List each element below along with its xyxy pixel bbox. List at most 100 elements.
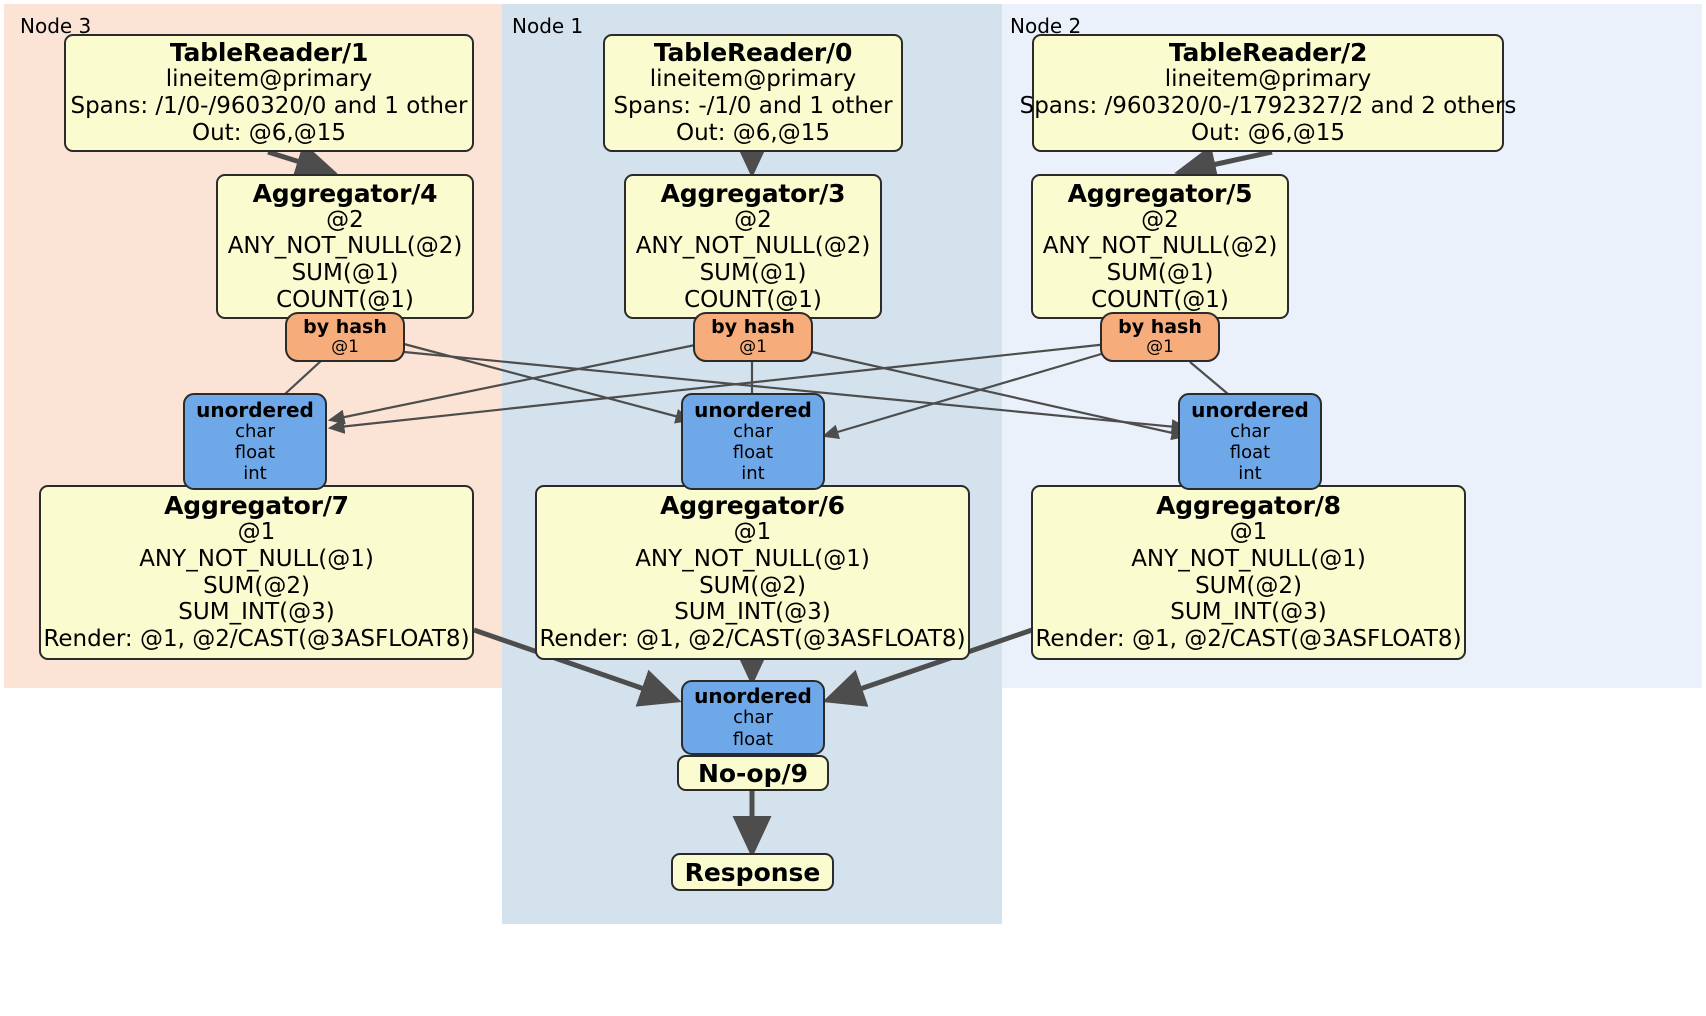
node-title: No-op/9 [697, 758, 809, 788]
node-aggregator-4[interactable]: Aggregator/4 @2 ANY_NOT_NULL(@2) SUM(@1)… [216, 174, 474, 319]
node-title: Aggregator/4 [252, 178, 438, 208]
node-router-by-hash-center[interactable]: by hash @1 [693, 312, 813, 362]
receiver-type-3: int [741, 463, 765, 485]
node-title: TableReader/1 [169, 38, 369, 68]
node-title: Aggregator/5 [1067, 178, 1253, 208]
router-column: @1 [331, 336, 359, 357]
node-detail-agg-3: SUM_INT(@3) [178, 599, 335, 626]
node-aggregator-5[interactable]: Aggregator/5 @2 ANY_NOT_NULL(@2) SUM(@1)… [1031, 174, 1289, 319]
edge-aggregator7-to-recv-final [473, 627, 682, 707]
panel-node-3-label: Node 3 [20, 14, 92, 38]
panel-node-1-label: Node 1 [512, 14, 584, 38]
router-column: @1 [1146, 336, 1174, 357]
edge-router-right-to-recv-center [821, 350, 1109, 440]
node-tablereader-2[interactable]: TableReader/2 lineitem@primary Spans: /9… [1020, 34, 1516, 152]
node-detail-agg-1: ANY_NOT_NULL(@1) [635, 545, 870, 572]
receiver-type-1: char [1230, 420, 1270, 442]
node-detail-groupby: @2 [326, 206, 364, 233]
node-detail-groupby: @1 [237, 519, 276, 546]
edge-aggregator8-to-recv-final [822, 627, 1033, 707]
node-router-by-hash-right[interactable]: by hash @1 [1100, 312, 1220, 362]
node-detail-agg-3: SUM_INT(@3) [1170, 599, 1327, 626]
edge-tablereader2-to-aggregator5 [1174, 145, 1273, 184]
node-detail-agg-1: ANY_NOT_NULL(@2) [227, 233, 463, 260]
node-detail-agg-1: ANY_NOT_NULL(@2) [1042, 233, 1278, 260]
edge-router-right-to-recv-right [1189, 361, 1229, 395]
node-tablereader-0[interactable]: TableReader/0 lineitem@primary Spans: -/… [603, 34, 903, 152]
edge-router-left-to-recv-right [403, 350, 1189, 435]
node-title: Aggregator/7 [164, 491, 349, 521]
node-detail-out: Out: @6,@15 [1191, 119, 1345, 146]
router-title: by hash [711, 315, 795, 338]
edge-router-left-to-recv-left [284, 359, 323, 395]
node-detail-agg-1: ANY_NOT_NULL(@1) [1131, 545, 1366, 572]
node-aggregator-8[interactable]: Aggregator/8 @1 ANY_NOT_NULL(@1) SUM(@2)… [1031, 485, 1466, 660]
receiver-title: unordered [694, 684, 812, 709]
router-column: @1 [739, 336, 767, 357]
node-title: TableReader/0 [653, 38, 853, 68]
receiver-type-3: int [1238, 463, 1262, 485]
receiver-type-3: int [243, 463, 267, 485]
node-receiver-unordered-center[interactable]: unordered char float int [681, 393, 825, 490]
receiver-type-1: char [733, 707, 773, 729]
node-receiver-unordered-final[interactable]: unordered char float [681, 680, 825, 755]
router-title: by hash [303, 315, 387, 338]
node-title: TableReader/2 [1168, 38, 1368, 68]
receiver-type-2: float [1229, 441, 1271, 463]
node-detail-agg-2: SUM(@1) [291, 260, 399, 286]
edge-router-center-to-recv-left [327, 342, 701, 425]
node-detail-agg-3: COUNT(@1) [1091, 286, 1229, 313]
node-detail-table: lineitem@primary [1164, 66, 1372, 93]
node-receiver-unordered-right[interactable]: unordered char float int [1178, 393, 1322, 490]
node-aggregator-7[interactable]: Aggregator/7 @1 ANY_NOT_NULL(@1) SUM(@2)… [39, 485, 474, 660]
node-detail-table: lineitem@primary [649, 66, 857, 93]
node-detail-table: lineitem@primary [165, 66, 373, 93]
node-no-op-9[interactable]: No-op/9 [677, 755, 829, 791]
node-detail-spans: Spans: /1/0-/960320/0 and 1 other [70, 93, 468, 120]
node-detail-render: Render: @1, @2/CAST(@3ASFLOAT8) [539, 626, 966, 652]
node-title: Response [684, 857, 821, 887]
receiver-type-2: float [234, 441, 276, 463]
node-tablereader-1[interactable]: TableReader/1 lineitem@primary Spans: /1… [64, 34, 474, 152]
node-detail-agg-2: SUM(@2) [1195, 572, 1302, 599]
node-detail-agg-1: ANY_NOT_NULL(@2) [635, 233, 871, 260]
receiver-type-1: char [733, 420, 773, 442]
edge-router-right-to-recv-left [327, 342, 1109, 434]
node-detail-spans: Spans: -/1/0 and 1 other [613, 93, 893, 120]
node-aggregator-6[interactable]: Aggregator/6 @1 ANY_NOT_NULL(@1) SUM(@2)… [535, 485, 970, 660]
node-title: Aggregator/3 [660, 178, 846, 208]
node-detail-groupby: @1 [733, 519, 772, 546]
node-title: Aggregator/6 [660, 491, 845, 521]
node-detail-agg-2: SUM(@1) [699, 260, 807, 286]
receiver-type-1: char [235, 420, 275, 442]
node-detail-spans: Spans: /960320/0-/1792327/2 and 2 others [1019, 93, 1517, 120]
panel-node-2-label: Node 2 [1010, 14, 1082, 38]
node-detail-agg-3: SUM_INT(@3) [674, 599, 831, 626]
node-router-by-hash-left[interactable]: by hash @1 [285, 312, 405, 362]
node-receiver-unordered-left[interactable]: unordered char float int [183, 393, 327, 490]
node-detail-groupby: @2 [1141, 206, 1179, 233]
node-detail-render: Render: @1, @2/CAST(@3ASFLOAT8) [1035, 626, 1462, 652]
node-title: Aggregator/8 [1156, 491, 1341, 521]
node-detail-groupby: @1 [1229, 519, 1268, 546]
node-detail-agg-3: COUNT(@1) [684, 286, 822, 313]
receiver-title: unordered [1191, 397, 1309, 422]
node-detail-render: Render: @1, @2/CAST(@3ASFLOAT8) [43, 626, 470, 652]
node-detail-agg-1: ANY_NOT_NULL(@1) [139, 545, 374, 572]
receiver-type-2: float [732, 728, 774, 750]
receiver-type-2: float [732, 441, 774, 463]
node-aggregator-3[interactable]: Aggregator/3 @2 ANY_NOT_NULL(@2) SUM(@1)… [624, 174, 882, 319]
receiver-title: unordered [196, 397, 314, 422]
edge-router-center-to-recv-right [811, 350, 1189, 441]
node-response[interactable]: Response [671, 853, 834, 891]
node-detail-out: Out: @6,@15 [676, 119, 830, 146]
node-detail-agg-2: SUM(@2) [203, 572, 310, 599]
edge-tablereader1-to-aggregator4 [267, 142, 338, 180]
node-detail-agg-2: SUM(@1) [1106, 260, 1214, 286]
node-detail-agg-2: SUM(@2) [699, 572, 806, 599]
router-title: by hash [1118, 315, 1202, 338]
node-detail-groupby: @2 [734, 206, 772, 233]
node-detail-agg-3: COUNT(@1) [276, 286, 414, 313]
